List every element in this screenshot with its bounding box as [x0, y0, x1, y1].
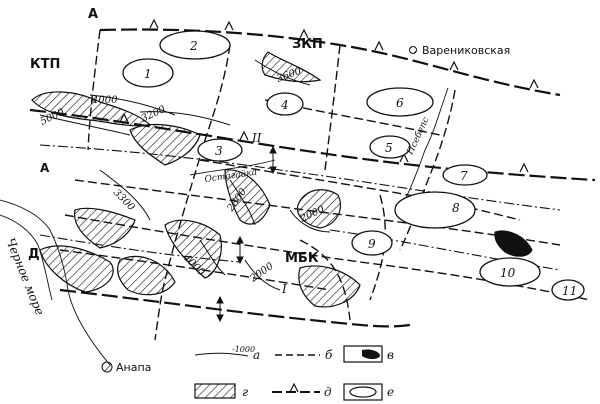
legend-b: б — [275, 348, 333, 362]
thrust-ticks — [119, 18, 539, 173]
legend-v: в — [343, 345, 394, 363]
field-6-oval — [366, 87, 434, 117]
label-varenikovskaya: Варениковская — [422, 44, 510, 57]
legend-v-label: в — [387, 348, 394, 362]
black-zone — [494, 230, 533, 257]
section-arrows — [216, 145, 277, 323]
legend-d-label: д — [324, 385, 332, 399]
contour-3200: 3200 — [140, 104, 168, 125]
hatched-zone-southwest — [39, 245, 114, 293]
legend-a-sample: -1000 — [232, 345, 255, 354]
town-varenikovskaya-marker — [409, 46, 417, 54]
label-chernoe-more: Черное море — [3, 236, 47, 317]
field-8: 8 — [452, 201, 460, 215]
field-2-oval — [159, 30, 231, 60]
legend: -1000 а б в г д е — [194, 345, 394, 401]
field-10-oval — [479, 257, 541, 287]
field-10: 10 — [500, 266, 516, 280]
legend-b-label: б — [325, 348, 333, 362]
field-8-oval — [394, 191, 476, 229]
legend-g: г — [194, 383, 248, 399]
field-ovals — [122, 30, 585, 301]
legend-e: е — [343, 383, 394, 401]
label-a-top: А — [88, 7, 98, 22]
contour-3300: 3300 — [111, 187, 137, 213]
field-6: 6 — [396, 96, 404, 110]
field-9: 9 — [368, 237, 376, 251]
field-5-oval — [369, 135, 411, 159]
field-1-oval — [122, 58, 174, 88]
dashed-faults — [59, 29, 591, 341]
field-numbers: 1 2 3 4 5 6 7 8 9 10 11 — [144, 39, 577, 298]
hatched-zone-middle — [117, 255, 176, 296]
isolines — [39, 59, 331, 291]
field-7: 7 — [460, 169, 468, 183]
field-7-oval — [442, 164, 488, 186]
hatched-zone-mbk-south — [298, 265, 361, 308]
field-9-oval — [351, 230, 393, 256]
hatched-zone-3600 — [261, 51, 322, 83]
label-a-left: А — [40, 161, 50, 175]
label-zkp: ЗКП — [292, 37, 323, 52]
contour-2000b: 2000 — [248, 260, 276, 285]
legend-a: -1000 а — [194, 345, 260, 362]
hatched-zones — [31, 51, 361, 308]
hatched-zone-left-low — [73, 207, 136, 249]
field-3: 3 — [215, 144, 223, 158]
thrust-central — [29, 108, 596, 182]
field-2: 2 — [189, 39, 198, 53]
label-d: Д — [28, 247, 40, 262]
river-psebeps — [404, 87, 449, 201]
label-roman-one: I — [281, 282, 287, 296]
coastline — [0, 199, 111, 366]
field-1: 1 — [144, 67, 152, 81]
label-roman-two: II — [251, 131, 262, 145]
field-4-oval — [266, 92, 304, 116]
field-5: 5 — [385, 141, 393, 155]
legend-g-label: г — [242, 385, 248, 399]
field-11: 11 — [562, 284, 577, 298]
thrust-south — [59, 288, 411, 328]
town-anapa-marker — [101, 361, 113, 373]
hatched-zone-2800 — [224, 169, 271, 225]
field-4: 4 — [280, 98, 289, 112]
legend-e-label: е — [387, 385, 394, 399]
coastline-inner — [0, 214, 53, 301]
rivers — [0, 87, 449, 366]
label-anapa: Анапа — [116, 361, 151, 374]
hatched-zone-3200 — [129, 124, 201, 166]
hatched-zone-2000a — [296, 189, 341, 229]
legend-d: д — [272, 382, 332, 399]
river-ostagaika — [189, 159, 276, 176]
label-ktp: КТП — [30, 57, 60, 72]
contour-4000: 4000 — [91, 95, 118, 106]
field-3-oval — [197, 138, 243, 162]
field-11-oval — [551, 279, 585, 301]
legend-a-label: а — [253, 348, 260, 362]
label-psebeps: Псебепс — [404, 115, 431, 157]
label-mbk: МБК — [285, 251, 319, 266]
